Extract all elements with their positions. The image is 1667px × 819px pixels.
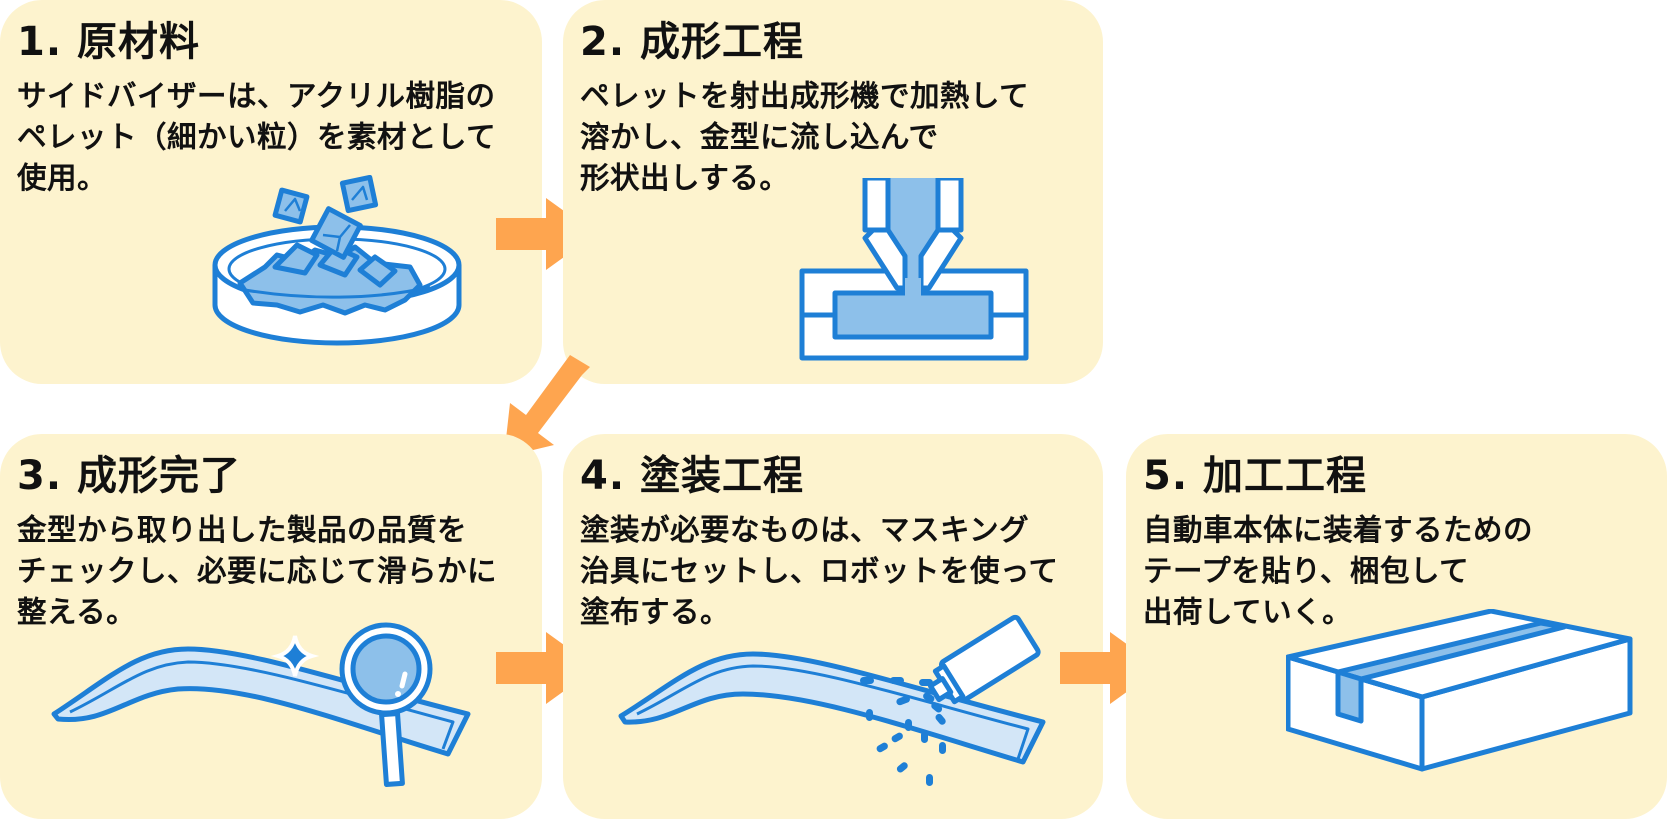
step-title: 1. 原材料: [17, 19, 200, 65]
visor-spray-icon: [618, 614, 1046, 786]
step-card-painting-process: 4. 塗装工程 塗装が必要なものは、マスキング 治具にセットし、ロボットを使って…: [563, 434, 1103, 819]
arrow-down-left-icon: [504, 355, 590, 457]
step-description: サイドバイザーは、アクリル樹脂の ペレット（細かい粒）を素材として 使用。: [17, 79, 497, 195]
step-title: 5. 加工工程: [1143, 453, 1367, 499]
step-description: 金型から取り出した製品の品質を チェックし、必要に応じて滑らかに 整える。: [17, 513, 498, 629]
shipping-box-icon: [1286, 609, 1633, 772]
spray-drops: [860, 677, 946, 786]
step-card-raw-material: 1. 原材料 サイドバイザーは、アクリル樹脂の ペレット（細かい粒）を素材として…: [0, 0, 542, 384]
pellet-dish-icon: [212, 175, 462, 346]
step-title: 2. 成形工程: [580, 19, 804, 65]
step-description: ペレットを射出成形機で加熱して 溶かし、金型に流し込んで 形状出しする。: [580, 79, 1030, 195]
step-title: 3. 成形完了: [17, 453, 241, 499]
step-card-processing: 5. 加工工程 自動車本体に装着するための テープを貼り、梱包して 出荷していく…: [1126, 434, 1667, 819]
visor-magnifier-icon: [51, 622, 471, 787]
step-card-molding-complete: 3. 成形完了 金型から取り出した製品の品質を チェックし、必要に応じて滑らかに…: [0, 434, 542, 819]
step-title: 4. 塗装工程: [580, 453, 804, 499]
step-description: 塗装が必要なものは、マスキング 治具にセットし、ロボットを使って 塗布する。: [580, 513, 1059, 629]
step-card-molding-process: 2. 成形工程 ペレットを射出成形機で加熱して 溶かし、金型に流し込んで 形状出…: [563, 0, 1103, 384]
step-description: 自動車本体に装着するための テープを貼り、梱包して 出荷していく。: [1143, 513, 1534, 629]
injection-mold-icon: [799, 178, 1029, 361]
